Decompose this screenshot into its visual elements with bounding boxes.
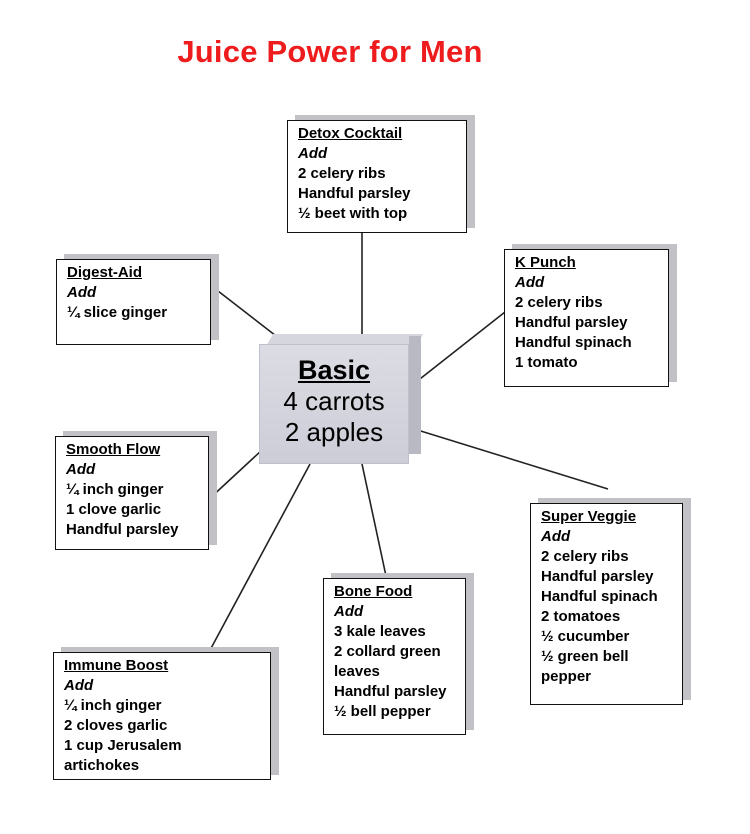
recipe-box-bone-food: Bone Food Add 3 kale leaves 2 collard gr…	[323, 578, 466, 735]
recipe-title: Immune Boost	[64, 657, 169, 674]
ingredient-item: 3 kale leaves	[334, 623, 426, 640]
ingredient-list: 2 celery ribs Handful parsley Handful sp…	[515, 293, 658, 373]
ingredient-item: Handful spinach	[515, 334, 632, 351]
ingredient-item: 2 celery ribs	[541, 548, 629, 565]
hub-line: 2 apples	[284, 417, 384, 447]
ingredient-item: ½ bell pepper	[334, 703, 431, 720]
ingredient-item: 1 tomato	[515, 354, 578, 371]
recipe-title: Bone Food	[334, 583, 413, 600]
recipe-box-digest-aid: Digest-Aid Add ¼ slice ginger	[56, 259, 211, 345]
page-title: Juice Power for Men	[177, 34, 483, 69]
connector-k-punch	[410, 311, 506, 387]
ingredient-list: 3 kale leaves 2 collard green leaves Han…	[334, 622, 455, 722]
ingredient-item: Handful parsley	[66, 521, 179, 538]
ingredient-item: 1 cup Jerusalem artichokes	[64, 737, 182, 774]
connector-super-veggie	[410, 427, 609, 490]
ingredient-item: 1 clove garlic	[66, 501, 162, 518]
ingredient-item: ¼ inch ginger	[66, 481, 164, 498]
connector-smooth-flow	[207, 449, 263, 501]
connector-immune-boost	[208, 463, 311, 653]
recipe-title: Digest-Aid	[67, 264, 142, 281]
recipe-add-label: Add	[298, 145, 328, 162]
recipe-add-label: Add	[515, 274, 545, 291]
ingredient-list: ¼ inch ginger 1 clove garlic Handful par…	[66, 480, 198, 540]
ingredient-item: Handful parsley	[515, 314, 628, 331]
ingredient-list: 2 celery ribs Handful parsley Handful sp…	[541, 547, 672, 687]
ingredient-item: 2 cloves garlic	[64, 717, 168, 734]
ingredient-item: Handful parsley	[298, 185, 411, 202]
ingredient-list: ¼ inch ginger 2 cloves garlic 1 cup Jeru…	[64, 696, 260, 776]
ingredient-item: Handful parsley	[541, 568, 654, 585]
recipe-box-detox-cocktail: Detox Cocktail Add 2 celery ribs Handful…	[287, 120, 467, 233]
ingredient-item: ½ beet with top	[298, 205, 408, 222]
ingredient-item: 2 collard green leaves	[334, 643, 441, 680]
ingredient-item: Handful parsley	[334, 683, 447, 700]
recipe-box-immune-boost: Immune Boost Add ¼ inch ginger 2 cloves …	[53, 652, 271, 780]
recipe-add-label: Add	[334, 603, 364, 620]
recipe-title: Smooth Flow	[66, 441, 161, 458]
ingredient-item: ½ cucumber	[541, 628, 630, 645]
ingredient-list: 2 celery ribs Handful parsley ½ beet wit…	[298, 164, 456, 224]
ingredient-item: ¼ slice ginger	[67, 304, 168, 321]
recipe-add-label: Add	[64, 677, 94, 694]
ingredient-item: 2 tomatoes	[541, 608, 621, 625]
recipe-add-label: Add	[67, 284, 97, 301]
recipe-box-k-punch: K Punch Add 2 celery ribs Handful parsle…	[504, 249, 669, 387]
recipe-box-super-veggie: Super Veggie Add 2 celery ribs Handful p…	[530, 503, 683, 705]
basic-recipe-hub: Basic 4 carrots 2 apples	[259, 334, 424, 464]
ingredient-item: ½ green bell pepper	[541, 648, 629, 685]
hub-line: 4 carrots	[283, 386, 385, 416]
ingredient-item: Handful spinach	[541, 588, 658, 605]
recipe-title: Super Veggie	[541, 508, 637, 525]
recipe-box-smooth-flow: Smooth Flow Add ¼ inch ginger 1 clove ga…	[55, 436, 209, 550]
recipe-add-label: Add	[541, 528, 571, 545]
ingredient-item: 2 celery ribs	[515, 294, 603, 311]
recipe-title: K Punch	[515, 254, 576, 271]
hub-title: Basic	[297, 355, 371, 385]
recipe-title: Detox Cocktail	[298, 125, 403, 142]
ingredient-list: ¼ slice ginger	[67, 303, 200, 323]
hub-side-face	[409, 336, 421, 454]
connector-bone-food	[361, 463, 387, 577]
hub-front-face: Basic 4 carrots 2 apples	[259, 344, 409, 464]
recipe-add-label: Add	[66, 461, 96, 478]
ingredient-item: ¼ inch ginger	[64, 697, 162, 714]
ingredient-item: 2 celery ribs	[298, 165, 386, 182]
